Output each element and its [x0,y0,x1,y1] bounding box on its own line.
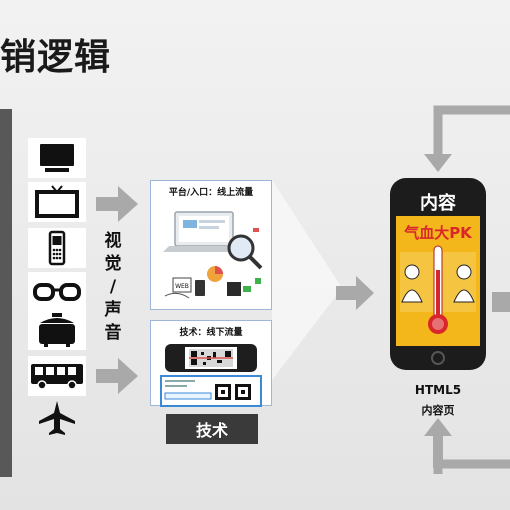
vertical-label-char: 觉 [104,254,122,274]
monitor-icon [28,182,86,222]
airplane-icon [28,398,86,438]
arrow-right-icon [96,358,138,394]
poster-title: 气血大PK [403,224,473,242]
poster-illustration: 气血大PK [396,216,480,346]
tech-label: 技术 [166,414,258,444]
card-offline-title: 技术：线下流量 [179,328,243,338]
loop-arrow-bottom [424,418,510,474]
phone-screen: 气血大PK [396,216,480,346]
card-online-title: 平台/入口：线上流量 [168,188,254,198]
bus-icon [28,356,86,396]
funnel-beam [272,180,342,380]
phone-icon [28,228,86,268]
offline-illustration [160,344,262,407]
loop-arrow-top [424,105,510,172]
content-page-label: 内容页 [421,404,455,417]
vertical-label: 视 觉 / 声 音 [102,230,124,345]
card-online-traffic: 平台/入口：线上流量 WEB [150,180,272,310]
online-illustration: WEB [163,211,263,299]
vertical-label-char: / [109,277,117,297]
card-offline-traffic: 技术：线下流量 [150,320,272,407]
arrow-right-icon [336,276,374,310]
left-panel-bar [0,109,12,477]
vertical-label-char: 音 [104,323,122,343]
web-label: WEB [175,283,189,290]
page-title: 销逻辑 [0,37,112,78]
rice-cooker-icon [28,310,86,350]
glasses-icon [28,272,86,312]
vertical-label-char: 声 [104,300,122,320]
arrow-right-icon [96,186,138,222]
arrow-right-icon [492,292,510,312]
html5-label: HTML5 [414,383,462,397]
vertical-label-char: 视 [104,231,122,251]
tv-icon [28,138,86,178]
phone-home-button [431,351,445,365]
phone-header: 内容 [420,193,456,214]
